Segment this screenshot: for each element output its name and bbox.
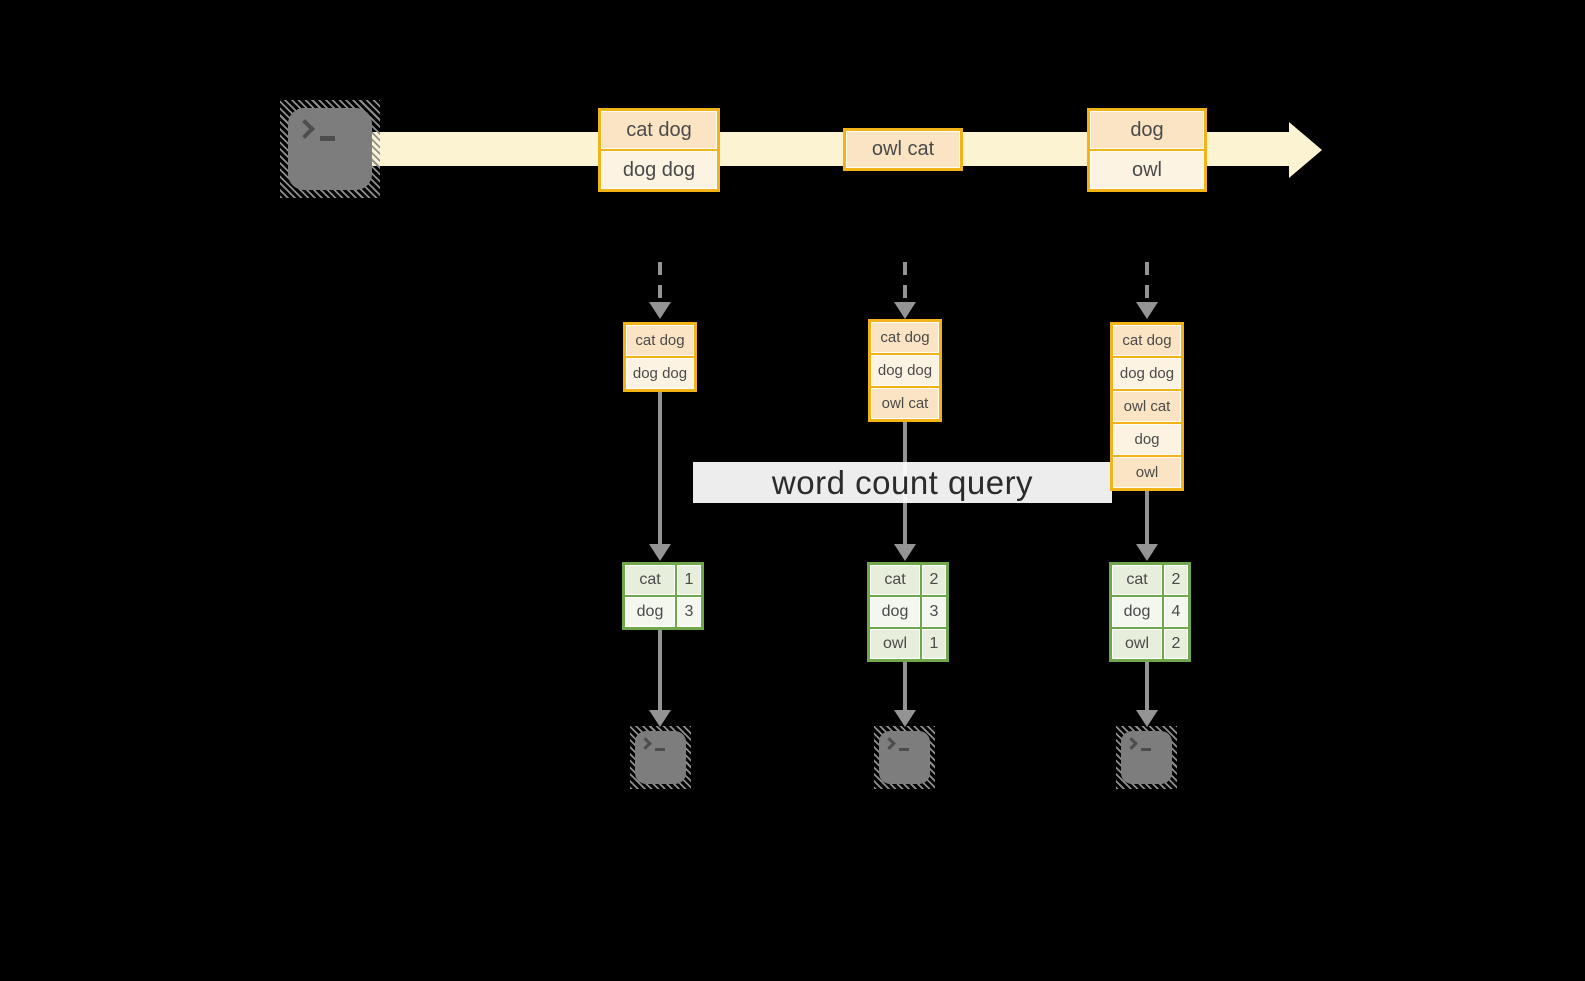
prompt-chevron-icon bbox=[883, 737, 896, 750]
stream-record: owl cat bbox=[846, 131, 960, 168]
result-word: owl bbox=[870, 629, 920, 659]
source-terminal-icon bbox=[280, 100, 380, 198]
prompt-cursor-icon bbox=[1141, 748, 1151, 751]
result-table-1: cat 1 dog 3 bbox=[622, 562, 704, 630]
sink-arrow-1 bbox=[658, 624, 662, 714]
micro-batch-arrow-3 bbox=[1145, 262, 1149, 304]
prompt-chevron-icon bbox=[295, 119, 315, 139]
stream-record: dog dog bbox=[601, 151, 717, 189]
stream-timeline-arrowhead-icon bbox=[1289, 122, 1322, 178]
micro-batch-arrowhead-3-icon bbox=[1136, 302, 1158, 319]
result-word: cat bbox=[870, 565, 920, 595]
query-arrowhead-3-icon bbox=[1136, 544, 1158, 561]
stream-batch-2: owl cat bbox=[843, 128, 963, 171]
stream-record: cat dog bbox=[601, 111, 717, 149]
prompt-cursor-icon bbox=[655, 748, 665, 751]
terminal-screen bbox=[879, 731, 930, 784]
result-word: dog bbox=[870, 597, 920, 627]
result-word: owl bbox=[1112, 629, 1162, 659]
query-arrow-1 bbox=[658, 386, 662, 546]
input-row: cat dog bbox=[626, 325, 694, 356]
query-arrowhead-1-icon bbox=[649, 544, 671, 561]
stream-record: dog bbox=[1090, 111, 1204, 149]
result-count: 2 bbox=[1164, 565, 1188, 595]
terminal-prompt-icon bbox=[295, 119, 335, 141]
micro-batch-arrowhead-1-icon bbox=[649, 302, 671, 319]
result-word: dog bbox=[625, 597, 675, 627]
input-row: owl cat bbox=[1113, 391, 1181, 422]
query-arrowhead-2-icon bbox=[894, 544, 916, 561]
input-row: dog dog bbox=[626, 358, 694, 389]
input-row: dog bbox=[1113, 424, 1181, 455]
input-row: owl bbox=[1113, 457, 1181, 488]
result-count: 1 bbox=[922, 629, 946, 659]
result-table-2: cat 2 dog 3 owl 1 bbox=[867, 562, 949, 662]
sink-terminal-icon-2 bbox=[874, 726, 935, 789]
sink-arrow-3 bbox=[1145, 655, 1149, 714]
terminal-prompt-icon bbox=[639, 737, 665, 751]
input-row: owl cat bbox=[871, 388, 939, 419]
query-label: word count query bbox=[771, 463, 1034, 501]
prompt-chevron-icon bbox=[1125, 737, 1138, 750]
input-row: dog dog bbox=[871, 355, 939, 386]
input-row: dog dog bbox=[1113, 358, 1181, 389]
result-count: 2 bbox=[1164, 629, 1188, 659]
input-table-1: cat dog dog dog bbox=[623, 322, 697, 392]
terminal-screen bbox=[635, 731, 686, 784]
sink-arrowhead-3-icon bbox=[1136, 710, 1158, 727]
stream-record: owl bbox=[1090, 151, 1204, 189]
micro-batch-arrow-1 bbox=[658, 262, 662, 304]
result-count: 3 bbox=[922, 597, 946, 627]
input-table-2: cat dog dog dog owl cat bbox=[868, 319, 942, 422]
sink-terminal-icon-1 bbox=[630, 726, 691, 789]
input-row: cat dog bbox=[871, 322, 939, 353]
result-table-3: cat 2 dog 4 owl 2 bbox=[1109, 562, 1191, 662]
result-count: 4 bbox=[1164, 597, 1188, 627]
stream-batch-3: dog owl bbox=[1087, 108, 1207, 192]
terminal-screen bbox=[1121, 731, 1172, 784]
micro-batch-arrowhead-2-icon bbox=[894, 302, 916, 319]
sink-terminal-icon-3 bbox=[1116, 726, 1177, 789]
prompt-chevron-icon bbox=[639, 737, 652, 750]
result-word: cat bbox=[1112, 565, 1162, 595]
sink-arrowhead-1-icon bbox=[649, 710, 671, 727]
result-count: 1 bbox=[677, 565, 701, 595]
prompt-cursor-icon bbox=[320, 136, 335, 141]
terminal-prompt-icon bbox=[883, 737, 909, 751]
result-word: dog bbox=[1112, 597, 1162, 627]
result-count: 2 bbox=[922, 565, 946, 595]
sink-arrow-2 bbox=[903, 655, 907, 714]
result-count: 3 bbox=[677, 597, 701, 627]
micro-batch-arrow-2 bbox=[903, 262, 907, 304]
query-band: word count query bbox=[693, 462, 1112, 503]
input-table-3: cat dog dog dog owl cat dog owl bbox=[1110, 322, 1184, 491]
terminal-screen bbox=[288, 108, 372, 190]
input-row: cat dog bbox=[1113, 325, 1181, 356]
query-arrow-3 bbox=[1145, 479, 1149, 546]
result-word: cat bbox=[625, 565, 675, 595]
stream-batch-1: cat dog dog dog bbox=[598, 108, 720, 192]
terminal-prompt-icon bbox=[1125, 737, 1151, 751]
prompt-cursor-icon bbox=[899, 748, 909, 751]
sink-arrowhead-2-icon bbox=[894, 710, 916, 727]
